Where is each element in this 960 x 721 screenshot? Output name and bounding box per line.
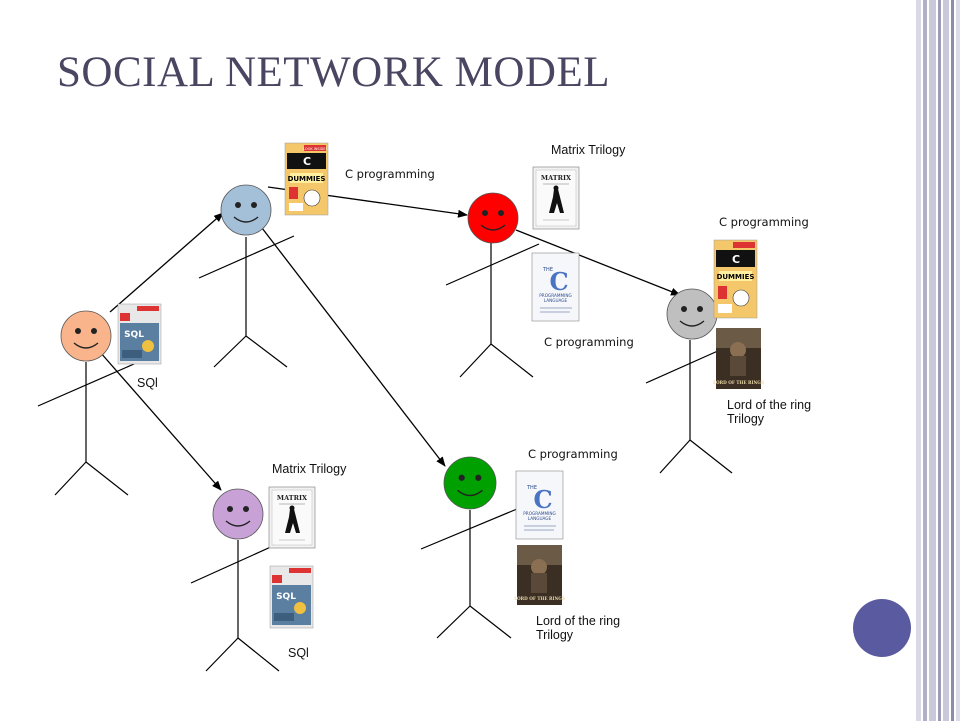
svg-text:C: C xyxy=(732,253,740,266)
person-blue-head xyxy=(220,184,272,236)
person-body-red xyxy=(445,243,540,378)
arrow-blue-to-green xyxy=(261,227,446,467)
book-c-language-red: THE C PROGRAMMING LANGUAGE xyxy=(531,252,580,322)
book-sql-purple: SQL xyxy=(269,565,314,629)
svg-text:SQL: SQL xyxy=(276,592,296,602)
label-red-bottom: C programming xyxy=(544,335,634,349)
book-covers: LOOK INSIDE! C DUMMIES MATRIX xyxy=(117,142,764,629)
edge-rule xyxy=(956,0,960,721)
label-gray-bottom-line1: Lord of the ring xyxy=(727,398,812,412)
book-lotr-green: LORD OF THE RINGS xyxy=(514,545,565,605)
edge-rule xyxy=(916,0,921,721)
person-orange-head xyxy=(60,310,112,362)
label-blue-book: C programming xyxy=(345,167,435,181)
heads xyxy=(60,184,718,540)
svg-text:THE: THE xyxy=(526,485,537,491)
label-purple-top: Matrix Trilogy xyxy=(272,462,347,476)
svg-text:LOOK INSIDE!: LOOK INSIDE! xyxy=(303,147,327,151)
book-matrix-red: MATRIX xyxy=(532,166,580,230)
person-body-purple xyxy=(190,540,285,672)
book-c-language-green: THE C PROGRAMMING LANGUAGE xyxy=(515,470,564,540)
person-purple-head xyxy=(212,488,264,540)
label-green-top: C programming xyxy=(528,447,618,461)
arrow-orange-to-blue xyxy=(109,212,224,313)
svg-text:THE: THE xyxy=(542,267,553,273)
svg-text:MATRIX: MATRIX xyxy=(541,174,572,182)
book-lotr-gray: LORD OF THE RINGS xyxy=(713,328,764,389)
svg-text:LANGUAGE: LANGUAGE xyxy=(528,516,552,521)
edge-rule xyxy=(929,0,936,721)
arrow-orange-to-purple xyxy=(99,351,222,491)
svg-text:DUMMIES: DUMMIES xyxy=(717,273,755,281)
edge-rule xyxy=(943,0,949,721)
svg-text:LORD OF THE RINGS: LORD OF THE RINGS xyxy=(713,380,764,385)
svg-text:SQL: SQL xyxy=(124,330,144,340)
arrow-red-to-gray xyxy=(515,229,681,296)
svg-text:LANGUAGE: LANGUAGE xyxy=(544,298,568,303)
person-body-green xyxy=(420,508,518,639)
label-gray-top: C programming xyxy=(719,215,809,229)
label-orange: SQl xyxy=(137,376,158,390)
svg-text:PROGRAMMING: PROGRAMMING xyxy=(539,293,571,298)
svg-text:C: C xyxy=(303,155,311,168)
edge-rule xyxy=(938,0,941,721)
label-red-top: Matrix Trilogy xyxy=(551,143,626,157)
svg-text:MATRIX: MATRIX xyxy=(277,494,308,502)
edge-rule xyxy=(923,0,927,721)
book-c-dummies-gray: C DUMMIES xyxy=(713,239,758,319)
person-body-blue xyxy=(198,235,295,368)
label-green-bottom-line1: Lord of the ring xyxy=(536,614,621,628)
svg-text:DUMMIES: DUMMIES xyxy=(288,175,326,183)
person-green-head xyxy=(443,456,497,510)
page-marker-circle xyxy=(853,599,911,657)
svg-text:PROGRAMMING: PROGRAMMING xyxy=(523,511,555,516)
svg-text:LORD OF THE RINGS: LORD OF THE RINGS xyxy=(514,596,565,601)
book-matrix-purple: MATRIX xyxy=(268,486,316,549)
book-sql-orange: SQL xyxy=(117,303,162,365)
svg-text:C: C xyxy=(549,267,568,296)
person-body-orange xyxy=(37,362,135,496)
book-c-dummies-blue: LOOK INSIDE! C DUMMIES xyxy=(284,142,329,216)
slide-title: SOCIAL NETWORK MODEL xyxy=(57,49,611,96)
label-purple-bottom: SQl xyxy=(288,646,309,660)
svg-text:C: C xyxy=(533,485,552,514)
label-gray-bottom-line2: Trilogy xyxy=(727,412,765,426)
label-green-bottom-line2: Trilogy xyxy=(536,628,574,642)
edge-rule xyxy=(951,0,954,721)
person-gray-head xyxy=(666,288,718,340)
person-red-head xyxy=(467,192,519,244)
